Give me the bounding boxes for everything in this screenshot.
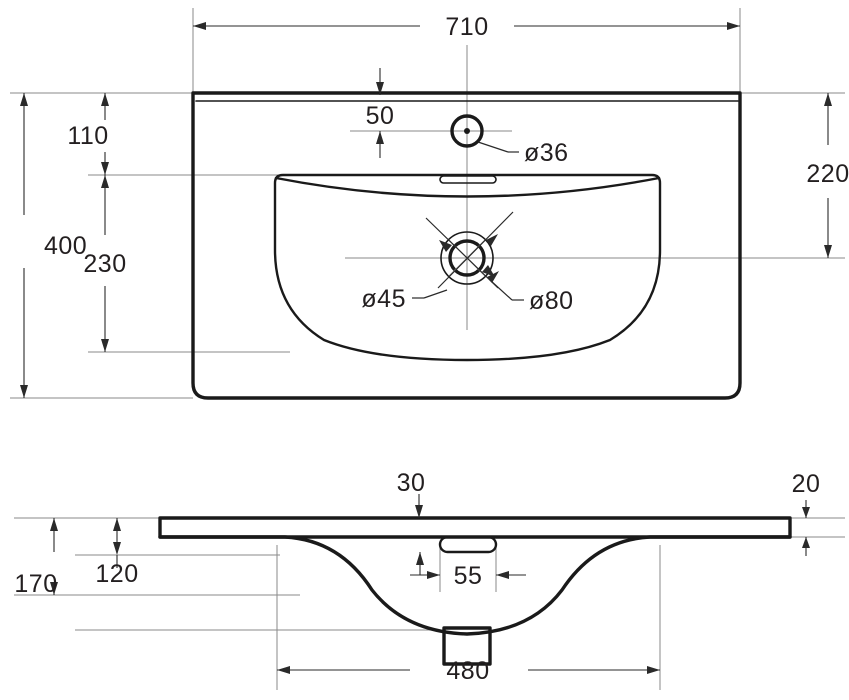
dim-120-group: 120	[95, 518, 138, 588]
dim-220-group: 220	[806, 93, 849, 258]
dim-120-label: 120	[95, 560, 138, 588]
dim-120-arrow-top	[113, 518, 121, 531]
overflow-slot-section	[438, 535, 498, 554]
dim-55-vert-arrow	[416, 552, 424, 565]
dim-30-group: 30	[397, 469, 426, 518]
dim-710-arrow-right	[727, 22, 740, 30]
dim-170-arrow-bottom	[50, 582, 58, 595]
dim-110-arrow-bottom	[101, 162, 109, 175]
dim-120-arrow-bottom	[113, 542, 121, 555]
callout-d36-label: ø36	[524, 139, 569, 167]
dim-230-group: 230	[83, 175, 126, 352]
dim-30-label: 30	[397, 469, 426, 497]
callout-d36-group: ø36	[477, 139, 569, 167]
dim-55-group: 55	[410, 552, 526, 590]
tap-hole-centre-dot	[464, 128, 470, 134]
dim-50-arrow-down	[376, 82, 384, 95]
tap-hole-circle	[450, 114, 484, 148]
section-extension-lines	[14, 517, 845, 690]
overflow-slot-plan	[439, 175, 497, 184]
drain-outer-circle	[440, 231, 494, 285]
dim-230-label: 230	[83, 250, 126, 278]
callout-d36-leader	[477, 141, 509, 153]
callout-d80-label: ø80	[529, 287, 574, 315]
section-view-group: 170 120 30 20	[14, 469, 845, 690]
dim-400-label: 400	[44, 232, 87, 260]
dim-55-label: 55	[454, 562, 483, 590]
dim-50-arrow-up	[376, 131, 384, 144]
dim-110-arrow-top	[101, 93, 109, 106]
dim-50-group: 50	[366, 68, 395, 158]
dim-710-arrow-left	[193, 22, 206, 30]
callout-d45-label: ø45	[361, 285, 406, 313]
callout-d80-group: ø80	[437, 211, 574, 315]
dim-480-arrow-left	[277, 666, 290, 674]
callout-d45-leader	[423, 289, 448, 299]
dim-230-arrow-top	[101, 175, 109, 188]
dim-710-group: 710	[193, 13, 740, 41]
countertop-outline	[191, 91, 742, 400]
callout-d45-arrow-a	[439, 240, 452, 252]
dim-480-arrow-right	[647, 666, 660, 674]
dim-400-group: 400	[20, 93, 87, 398]
basin-profile-section	[158, 535, 792, 636]
dim-20-group: 20	[792, 470, 821, 556]
dim-55-arrow-right	[496, 571, 509, 579]
dim-30-arrow	[415, 505, 423, 518]
dim-400-arrow-top	[20, 93, 28, 106]
dim-170-group: 170	[14, 518, 58, 598]
basin-rear-rim-curve	[274, 176, 661, 198]
basin-bowl-outline	[273, 173, 662, 362]
plan-view-group: 710 400 110 230	[10, 8, 849, 400]
dim-20-arrow-up	[802, 537, 810, 548]
dim-480-label: 480	[446, 657, 489, 685]
dim-220-arrow-top	[824, 93, 832, 106]
countertop-slab-section	[158, 516, 792, 539]
drain-inner-circle	[448, 239, 486, 277]
dim-230-arrow-bottom	[101, 339, 109, 352]
dim-110-group: 110	[67, 93, 109, 175]
dim-170-label: 170	[14, 570, 57, 598]
dim-55-arrow-left	[427, 571, 440, 579]
dim-480-group: 480	[277, 657, 660, 685]
plan-extension-lines	[10, 8, 845, 399]
callout-d80-slash	[437, 211, 514, 289]
callout-d45-group: ø45	[361, 217, 499, 313]
dim-220-arrow-bottom	[824, 245, 832, 258]
callout-d45-slash	[425, 217, 499, 289]
drain-outlet-box	[442, 626, 492, 666]
callout-d45-arrow-b	[482, 265, 495, 277]
dim-710-label: 710	[445, 13, 488, 41]
dim-20-arrow-down	[802, 507, 810, 518]
dim-20-label: 20	[792, 470, 821, 498]
dim-170-arrow-top	[50, 518, 58, 531]
dim-50-label: 50	[366, 102, 395, 130]
dim-110-label: 110	[67, 122, 108, 150]
callout-d80-leader	[489, 279, 513, 301]
callout-d80-arrow-a	[486, 234, 498, 246]
dim-220-label: 220	[806, 160, 849, 188]
dim-400-arrow-bottom	[20, 385, 28, 398]
